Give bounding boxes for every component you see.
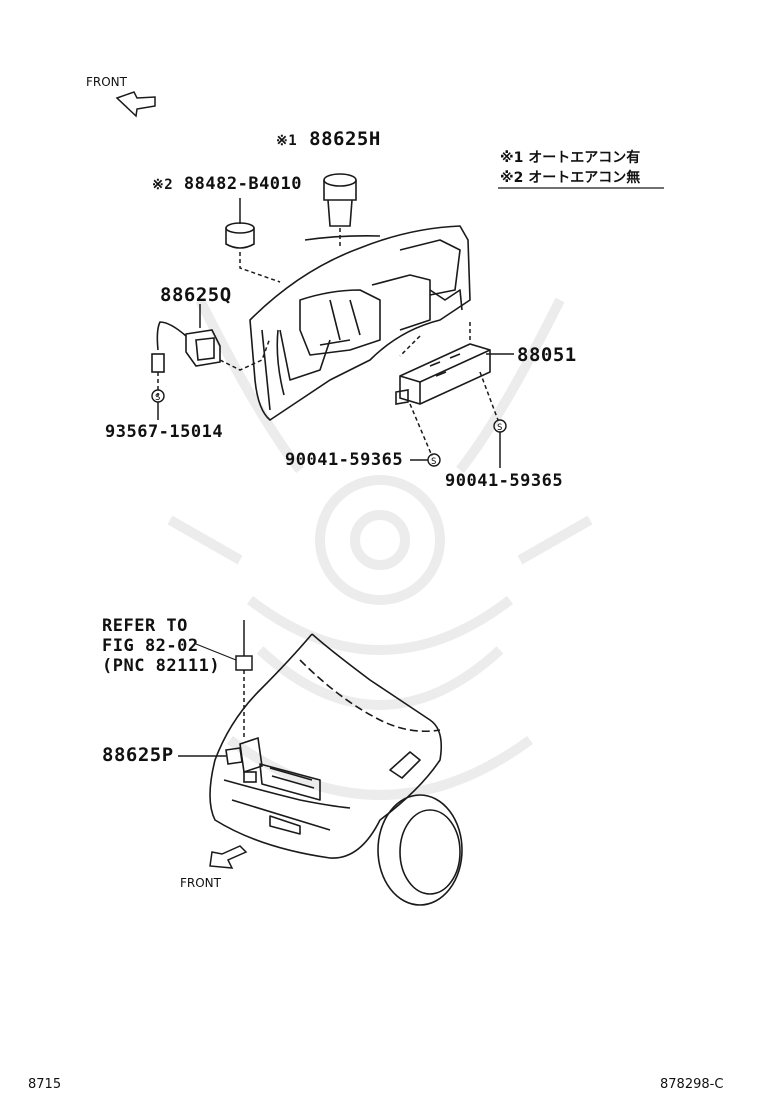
- part-93567-label[interactable]: 93567-15014: [105, 422, 224, 442]
- svg-text:S: S: [497, 423, 502, 433]
- watermark-logo: [167, 297, 593, 800]
- part-88625h-label[interactable]: ※1 88625H: [276, 128, 381, 150]
- refer-line-1: REFER TO: [102, 616, 188, 636]
- svg-text:S: S: [431, 457, 436, 467]
- part-90041-label-left[interactable]: 90041-59365: [285, 450, 404, 470]
- part-88051-label[interactable]: 88051: [517, 344, 577, 366]
- refer-line-3: (PNC 82111): [102, 656, 221, 676]
- legend-line-1: ※1 オートエアコン有: [500, 150, 641, 166]
- part-88625p-label[interactable]: 88625P: [102, 744, 174, 766]
- part-90041-label-right[interactable]: 90041-59365: [445, 471, 564, 491]
- part-88482-number: 88482-B4010: [183, 174, 303, 194]
- note1-mark: ※1: [276, 133, 298, 149]
- legend-line-2: ※2 オートエアコン無: [500, 170, 641, 186]
- refer-line-2: FIG 82-02: [102, 636, 199, 656]
- note2-mark: ※2: [152, 177, 174, 193]
- footer-left: 8715: [28, 1077, 62, 1092]
- sensor-88625h-drawing: [323, 173, 357, 227]
- front-label-bottom: FRONT: [180, 876, 221, 890]
- footer-right: 878298-C: [660, 1077, 724, 1092]
- front-arrow-top: [115, 91, 156, 118]
- svg-text:S: S: [155, 393, 160, 403]
- vehicle-front: [209, 633, 463, 906]
- front-label-top: FRONT: [86, 75, 127, 89]
- part-88482-label[interactable]: ※2 88482-B4010: [152, 174, 302, 194]
- part-88625h-number: 88625H: [309, 128, 381, 150]
- instrument-panel: [249, 225, 471, 421]
- cap-88482-drawing: [225, 222, 255, 249]
- front-arrow-bottom: [209, 845, 248, 869]
- part-88625q-label[interactable]: 88625Q: [160, 284, 232, 306]
- sensor-88625p-drawing: [225, 736, 263, 783]
- sensor-88625q-drawing: [151, 321, 221, 373]
- refer-note[interactable]: REFER TO FIG 82-02 (PNC 82111): [102, 616, 220, 676]
- ecu-88051-drawing: [395, 343, 491, 405]
